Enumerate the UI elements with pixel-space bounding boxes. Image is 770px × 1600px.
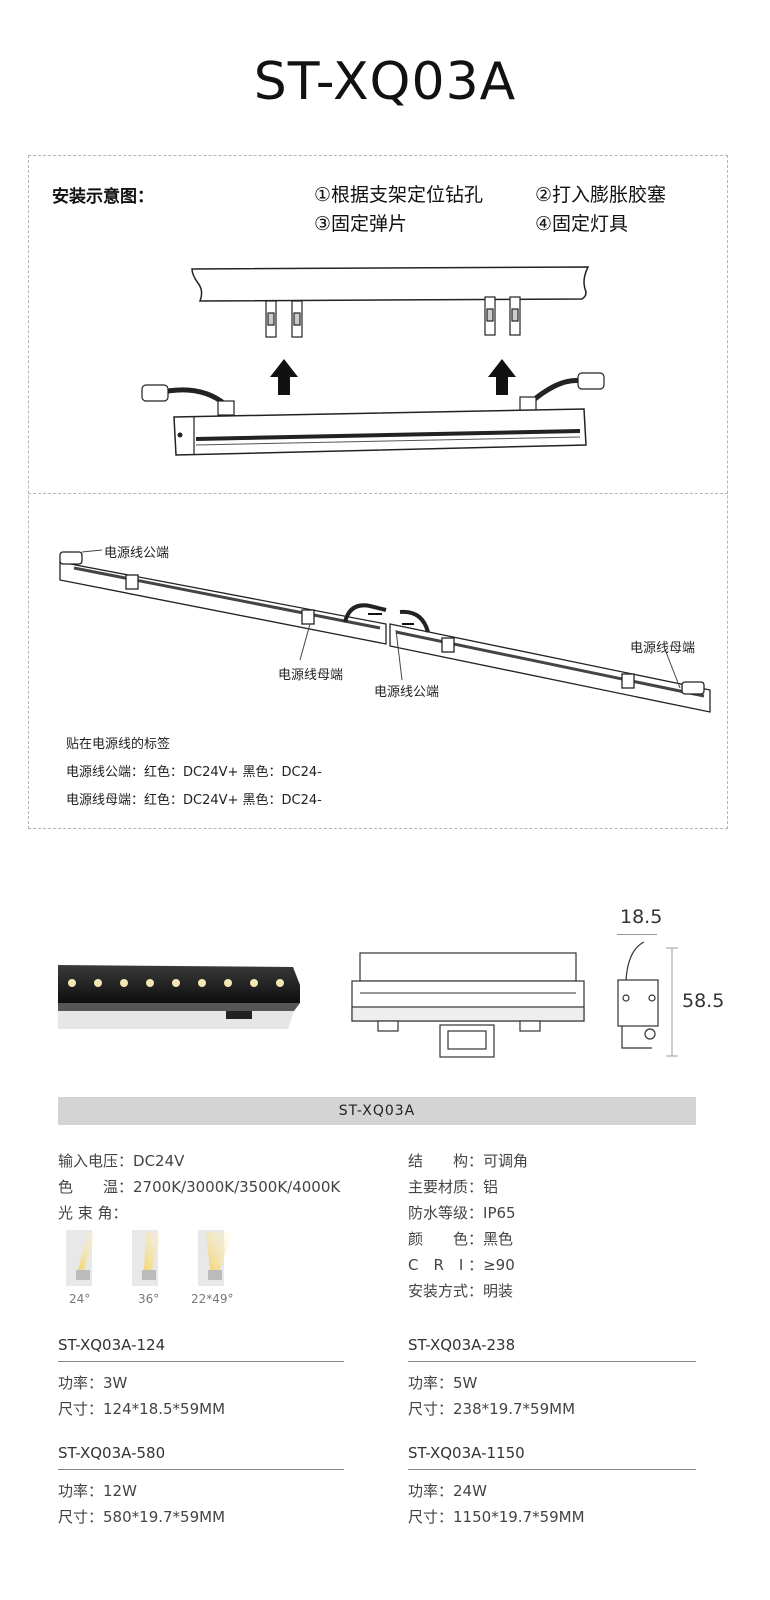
front-drawing bbox=[351, 952, 585, 1058]
spec-key: 输入电压： bbox=[58, 1152, 134, 1170]
installation-panel bbox=[28, 155, 728, 829]
spec-value: DC24V bbox=[133, 1152, 185, 1170]
power-key: 功率： bbox=[408, 1374, 454, 1392]
size-key: 尺寸： bbox=[58, 1508, 104, 1526]
wiring-note-male: 电源线公端：红色：DC24V+ 黑色：DC24- bbox=[66, 765, 322, 780]
power-key: 功率： bbox=[58, 1482, 104, 1500]
wiring-note-female: 电源线母端：红色：DC24V+ 黑色：DC24- bbox=[66, 793, 322, 808]
wiring-illustration bbox=[59, 549, 711, 713]
model-name: ST-XQ03A-238 bbox=[408, 1336, 516, 1354]
spec-key: 结 构： bbox=[408, 1152, 484, 1170]
label-male-top: 电源线公端 bbox=[104, 546, 170, 561]
power-value: 12W bbox=[103, 1482, 137, 1500]
install-step-1: ①根据支架定位钻孔 bbox=[314, 184, 484, 206]
spec-value: IP65 bbox=[483, 1204, 516, 1222]
model-size: 尺寸：124*18.5*59MM bbox=[58, 1398, 225, 1419]
size-value: 124*18.5*59MM bbox=[103, 1400, 226, 1418]
spec-beam-angle: 光 束 角： bbox=[58, 1202, 128, 1223]
spec-value: 2700K/3000K/3500K/4000K bbox=[133, 1178, 341, 1196]
power-value: 5W bbox=[453, 1374, 478, 1392]
spec-cri: C R I ：≥90 bbox=[408, 1254, 515, 1275]
spec-color-temp: 色 温：2700K/3000K/3500K/4000K bbox=[58, 1176, 340, 1197]
model-size: 尺寸：1150*19.7*59MM bbox=[408, 1506, 585, 1527]
label-female-right: 电源线母端 bbox=[630, 641, 696, 656]
spec-key: 防水等级： bbox=[408, 1204, 484, 1222]
label-female-mid: 电源线母端 bbox=[278, 668, 344, 683]
model-divider bbox=[408, 1361, 696, 1362]
size-value: 580*19.7*59MM bbox=[103, 1508, 226, 1526]
spec-key: 安装方式： bbox=[408, 1282, 484, 1300]
power-value: 24W bbox=[453, 1482, 487, 1500]
spec-value: 明装 bbox=[483, 1282, 514, 1300]
spec-voltage: 输入电压：DC24V bbox=[58, 1150, 184, 1171]
spec-band-title: ST-XQ03A bbox=[58, 1097, 696, 1125]
beam-label-24: 24° bbox=[69, 1292, 91, 1306]
spec-value: ≥90 bbox=[483, 1256, 515, 1274]
power-key: 功率： bbox=[408, 1482, 454, 1500]
model-power: 功率：5W bbox=[408, 1372, 477, 1393]
model-power: 功率：12W bbox=[58, 1480, 137, 1501]
size-value: 1150*19.7*59MM bbox=[453, 1508, 585, 1526]
power-key: 功率： bbox=[58, 1374, 104, 1392]
model-power: 功率：24W bbox=[408, 1480, 487, 1501]
model-divider bbox=[408, 1469, 696, 1470]
spec-key: C R I ： bbox=[408, 1256, 484, 1274]
install-step-2: ②打入膨胀胶塞 bbox=[535, 184, 667, 206]
beam-angle-icons bbox=[66, 1230, 232, 1286]
label-male-mid: 电源线公端 bbox=[374, 685, 440, 700]
spec-key: 色 温： bbox=[58, 1178, 134, 1196]
model-power: 功率：3W bbox=[58, 1372, 127, 1393]
install-step-3: ③固定弹片 bbox=[314, 213, 408, 235]
model-name: ST-XQ03A-1150 bbox=[408, 1444, 525, 1462]
model-name: ST-XQ03A-124 bbox=[58, 1336, 166, 1354]
spec-material: 主要材质：铝 bbox=[408, 1176, 498, 1197]
spec-value: 黑色 bbox=[483, 1230, 514, 1248]
size-key: 尺寸： bbox=[408, 1508, 454, 1526]
spec-value: 铝 bbox=[483, 1178, 499, 1196]
width-dimension-line bbox=[617, 934, 657, 935]
size-key: 尺寸： bbox=[58, 1400, 104, 1418]
install-step-4: ④固定灯具 bbox=[535, 213, 629, 235]
dimension-width: 18.5 bbox=[620, 906, 663, 928]
install-heading: 安装示意图： bbox=[52, 187, 154, 207]
spec-color: 颜 色：黑色 bbox=[408, 1228, 513, 1249]
beam-label-22x49: 22*49° bbox=[191, 1292, 234, 1306]
spec-key: 颜 色： bbox=[408, 1230, 484, 1248]
page-title: ST-XQ03A bbox=[253, 52, 517, 112]
beam-label-36: 36° bbox=[138, 1292, 160, 1306]
spec-value: 可调角 bbox=[483, 1152, 529, 1170]
model-divider bbox=[58, 1361, 344, 1362]
panel-divider bbox=[28, 493, 728, 494]
dimension-height: 58.5 bbox=[682, 990, 725, 1012]
power-value: 3W bbox=[103, 1374, 128, 1392]
size-key: 尺寸： bbox=[408, 1400, 454, 1418]
model-size: 尺寸：580*19.7*59MM bbox=[58, 1506, 225, 1527]
model-name: ST-XQ03A-580 bbox=[58, 1444, 166, 1462]
side-drawing bbox=[617, 941, 678, 1057]
spec-waterproof: 防水等级：IP65 bbox=[408, 1202, 516, 1223]
spec-key: 主要材质： bbox=[408, 1178, 484, 1196]
product-photo bbox=[58, 965, 300, 1029]
model-divider bbox=[58, 1469, 344, 1470]
model-size: 尺寸：238*19.7*59MM bbox=[408, 1398, 575, 1419]
installation-illustration bbox=[141, 266, 605, 456]
spec-install-method: 安装方式：明装 bbox=[408, 1280, 513, 1301]
size-value: 238*19.7*59MM bbox=[453, 1400, 576, 1418]
spec-key: 光 束 角： bbox=[58, 1204, 128, 1222]
wiring-note-heading: 贴在电源线的标签 bbox=[66, 737, 171, 752]
spec-structure: 结 构：可调角 bbox=[408, 1150, 528, 1171]
